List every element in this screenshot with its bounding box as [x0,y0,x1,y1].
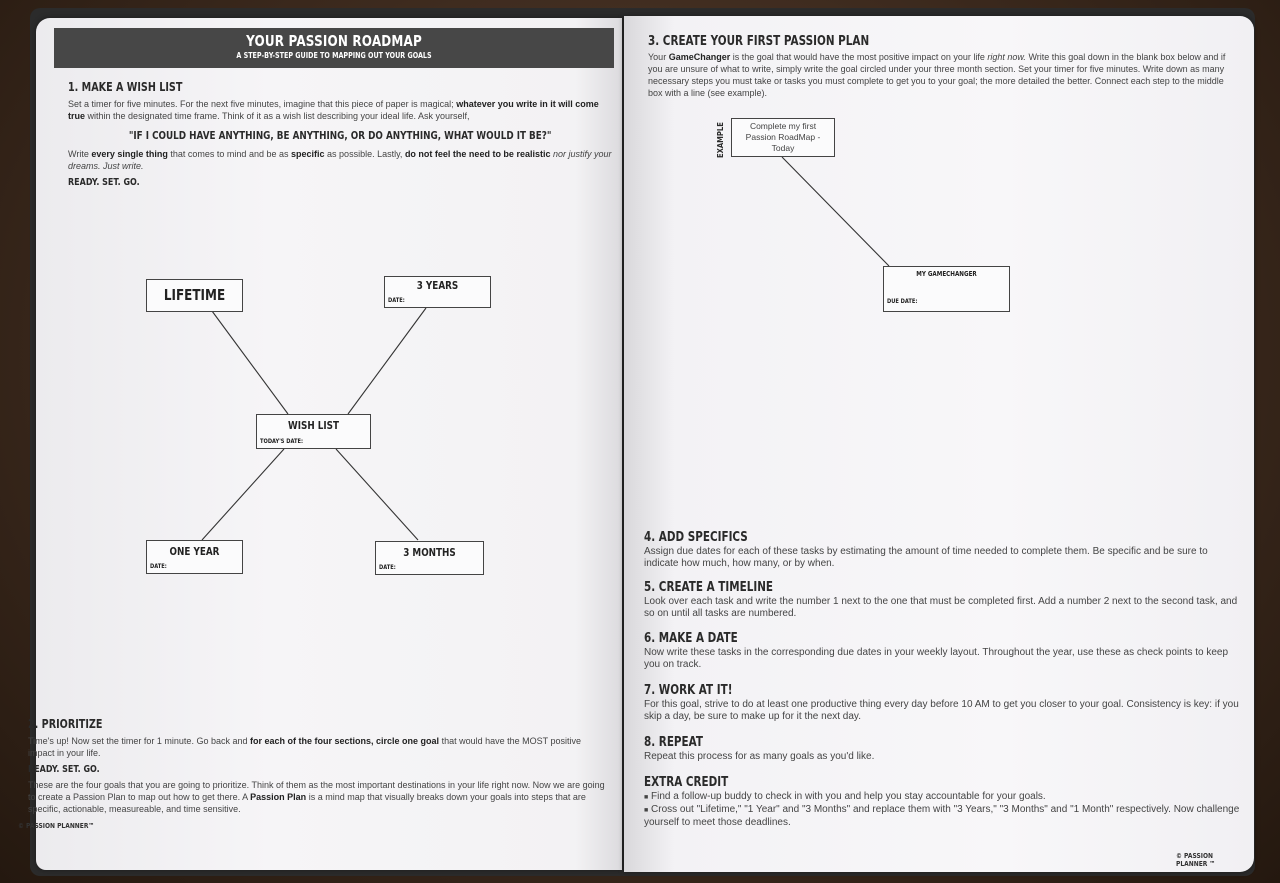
text-run: Set a timer for five minutes. For the ne… [68,99,454,109]
wish-list-label: WISH LIST [288,419,339,432]
text-run: as possible. Lastly, [327,149,403,159]
step-heading: 6. MAKE A DATE [644,631,738,646]
step-text: For this goal, strive to do at least one… [644,699,1239,722]
step-heading: 5. CREATE A TIMELINE [644,580,774,595]
left-page: YOUR PASSION ROADMAP A STEP-BY-STEP GUID… [18,18,622,870]
due-date-label: DUE DATE: [887,298,918,305]
text-run: that comes to mind and be as [170,149,289,159]
bullet-icon: ■ [644,794,649,801]
text-run: within the designated time frame. Think … [87,111,470,121]
extra-credit: EXTRA CREDIT ■ Find a follow-up buddy to… [644,773,1244,829]
lifetime-label: LIFETIME [163,286,226,304]
extra-credit-text: Cross out "Lifetime," "1 Year" and "3 Mo… [644,804,1240,828]
extra-credit-item: ■ Cross out "Lifetime," "1 Year" and "3 … [644,804,1244,829]
step-heading: 8. REPEAT [644,735,703,750]
text-bold: for each of the four sections, circle on… [250,736,440,746]
section-prioritize: 2. PRIORITIZE Time's up! Now set the tim… [28,715,608,815]
text-run: Your [648,52,667,62]
steps-list: 4. ADD SPECIFICS Assign due dates for ea… [644,528,1244,829]
one-year-box[interactable]: ONE YEAR DATE: [146,540,243,574]
lifetime-box[interactable]: LIFETIME [146,279,243,312]
section-text: These are the four goals that you are go… [28,779,608,815]
text-run: Write [68,149,89,159]
right-page: 3. CREATE YOUR FIRST PASSION PLAN Your G… [624,16,1254,872]
ready-set-go: READY. SET. GO. [28,764,100,775]
text-bold: do not feel the need to be realistic [404,149,551,159]
page-subtitle: A STEP-BY-STEP GUIDE TO MAPPING OUT YOUR… [236,51,432,60]
ready-set-go: READY. SET. GO. [68,177,140,188]
step-4: 4. ADD SPECIFICS Assign due dates for ea… [644,528,1244,578]
gamechanger-label: MY GAMECHANGER [916,270,977,278]
step-text: Look over each task and write the number… [644,596,1238,619]
quote-text: "IF I COULD HAVE ANYTHING, BE ANYTHING, … [129,129,552,142]
text-run: Time's up! Now set the timer for 1 minut… [28,736,248,746]
text-run: is the goal that would have the most pos… [732,52,985,62]
step-8: 8. REPEAT Repeat this process for as man… [644,733,1244,773]
step-text: Now write these tasks in the correspondi… [644,647,1229,670]
text-run: nor justify your dreams. Just write. [68,149,612,171]
section-heading: 1. MAKE A WISH LIST [68,80,183,94]
text-run: is a mind map that visually breaks down … [28,792,586,814]
step-text: Repeat this process for as many goals as… [644,751,875,762]
section-text: Your GameChanger is the goal that would … [648,51,1238,99]
footer-brand: © PASSION PLANNER™ [18,822,95,830]
date-label: DATE: [150,563,167,570]
section-text: Time's up! Now set the timer for 1 minut… [28,735,608,759]
date-label: DATE: [379,564,396,571]
text-bold: Passion Plan [250,792,307,802]
text-run: Write this goal down in the blank box be… [648,52,1226,98]
step-5: 5. CREATE A TIMELINE Look over each task… [644,578,1244,629]
text-run: These are the four goals that you are go… [28,780,605,802]
three-months-label: 3 MONTHS [403,546,456,559]
text-bold: whatever you write in it will come true [68,99,599,121]
wish-list-box[interactable]: WISH LIST TODAY'S DATE: [256,414,371,449]
step-6: 6. MAKE A DATE Now write these tasks in … [644,629,1244,681]
section-wish-list: 1. MAKE A WISH LIST Set a timer for five… [68,78,613,190]
date-label: DATE: [388,297,405,304]
gamechanger-box[interactable]: MY GAMECHANGER DUE DATE: [883,266,1010,312]
three-years-box[interactable]: 3 YEARS DATE: [384,276,491,308]
footer-brand: © PASSION PLANNER ™ [1176,852,1216,868]
section-text: Set a timer for five minutes. For the ne… [68,98,613,122]
one-year-label: ONE YEAR [169,545,220,558]
section-heading: 3. CREATE YOUR FIRST PASSION PLAN [648,34,870,49]
step-text: Assign due dates for each of these tasks… [644,546,1208,569]
example-tag: EXAMPLE [716,118,730,158]
extra-credit-item: ■ Find a follow-up buddy to check in wit… [644,791,1244,804]
example-tag-text: EXAMPLE [716,122,725,158]
three-years-label: 3 YEARS [416,279,459,292]
page-title: YOUR PASSION ROADMAP [246,32,422,50]
three-months-box[interactable]: 3 MONTHS DATE: [375,541,484,575]
section-create-plan: 3. CREATE YOUR FIRST PASSION PLAN Your G… [648,32,1238,99]
bullet-icon: ■ [644,807,649,814]
extra-credit-text: Find a follow-up buddy to check in with … [651,791,1046,802]
title-banner: YOUR PASSION ROADMAP A STEP-BY-STEP GUID… [54,28,614,68]
todays-date-label: TODAY'S DATE: [260,438,304,445]
quote: "IF I COULD HAVE ANYTHING, BE ANYTHING, … [68,126,613,144]
text-italic: right now. [987,52,1026,62]
step-heading: 4. ADD SPECIFICS [644,530,748,545]
text-bold: GameChanger [668,52,731,62]
example-box: Complete my first Passion RoadMap - Toda… [731,118,835,157]
step-heading: 7. WORK AT IT! [644,683,733,698]
step-7: 7. WORK AT IT! For this goal, strive to … [644,681,1244,733]
text-bold: every single thing [91,149,168,159]
text-bold: specific [291,149,325,159]
section-heading: 2. PRIORITIZE [28,717,103,731]
text-run: that would have the MOST positive impact… [28,736,581,758]
extra-credit-heading: EXTRA CREDIT [644,775,729,790]
section-text: Write every single thing that comes to m… [68,148,613,172]
